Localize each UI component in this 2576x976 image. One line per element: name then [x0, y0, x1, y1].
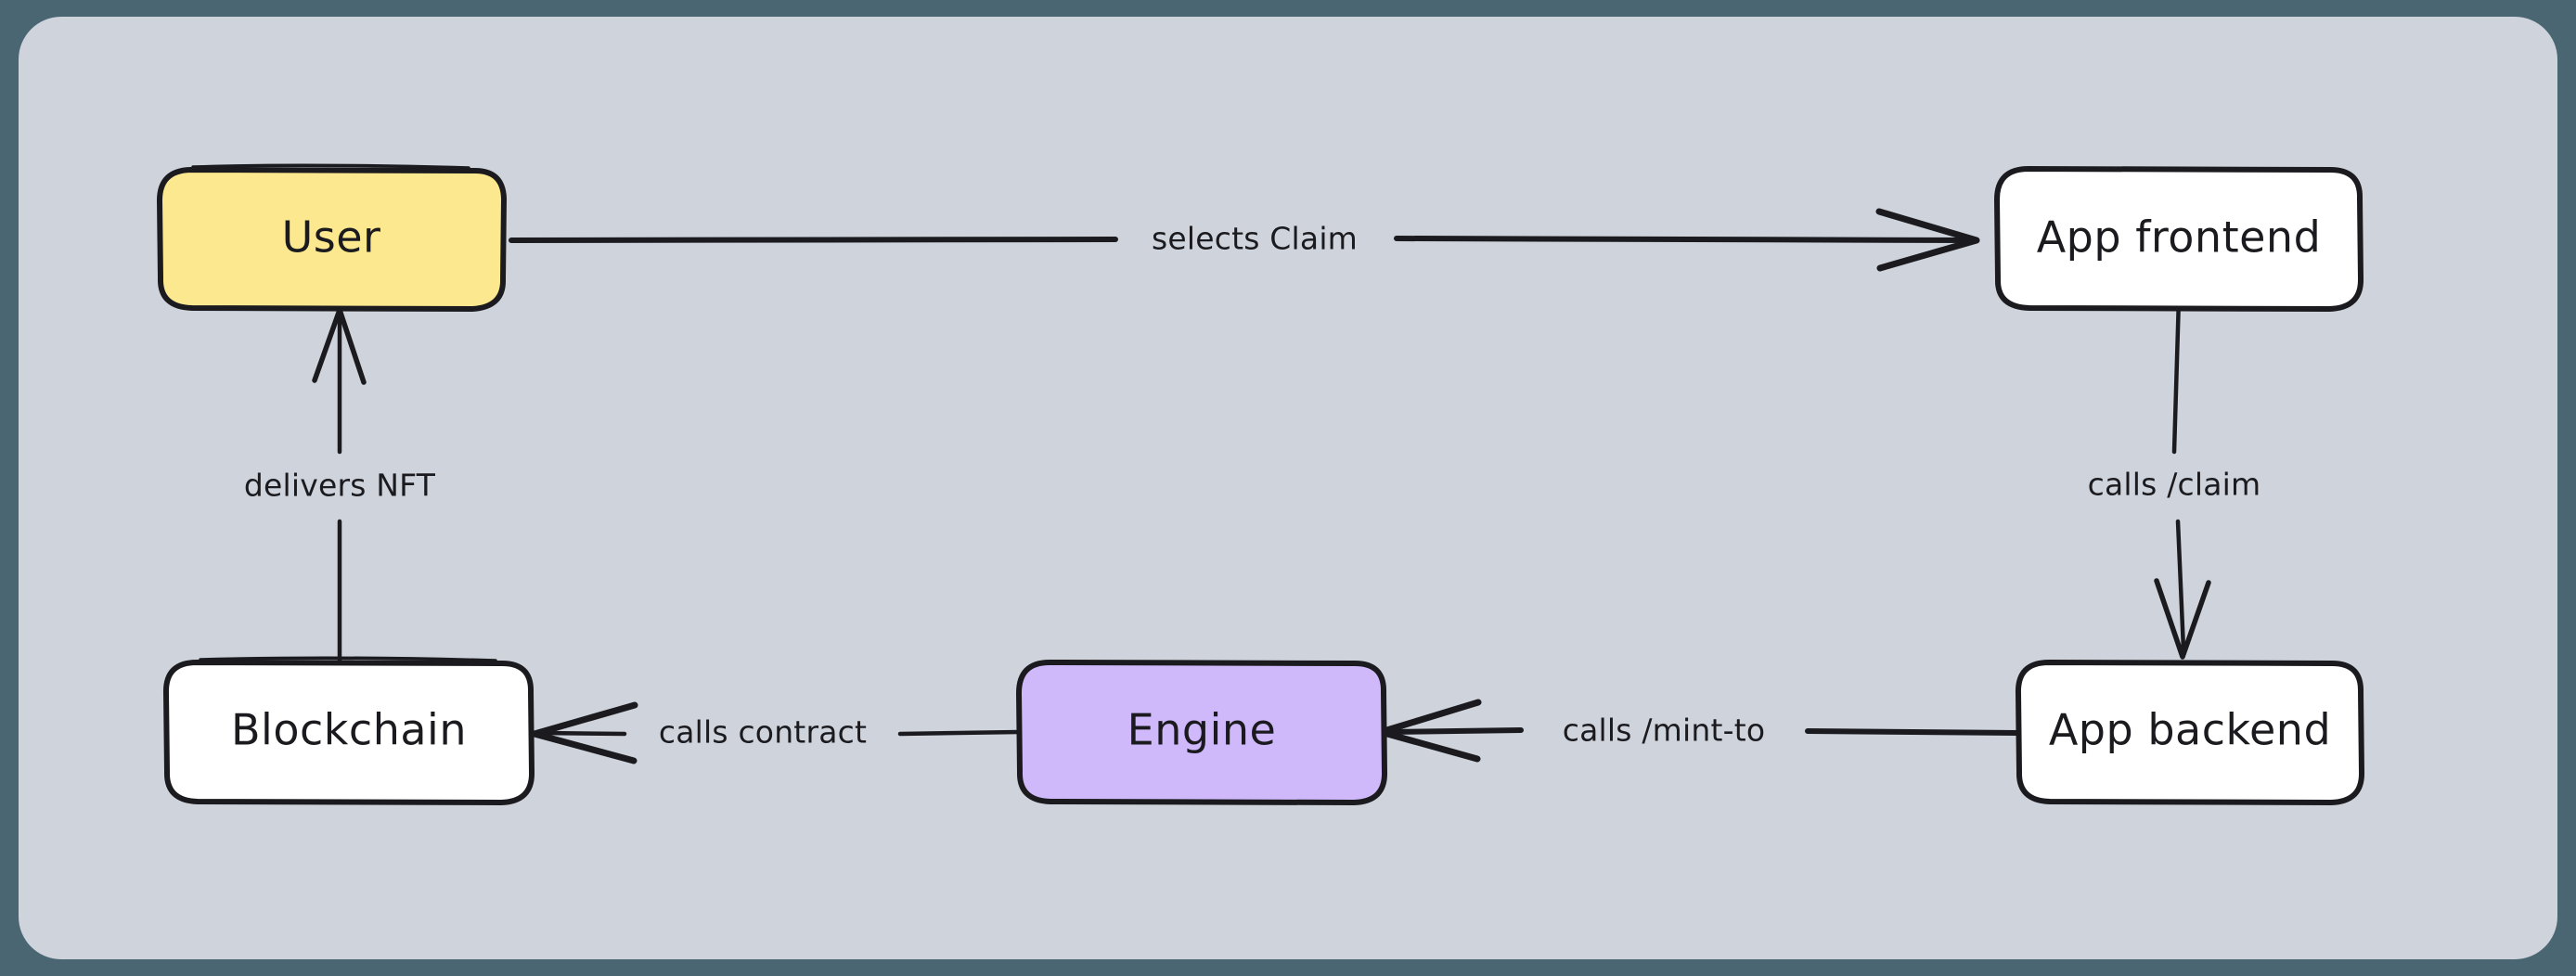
edge-blockchain-to-user: delivers NFT: [244, 307, 436, 669]
edge-user-to-frontend: selects Claim: [509, 208, 1980, 272]
edge-engine-to-blockchain: calls contract: [531, 701, 1022, 764]
edge-label-delivers-nft: delivers NFT: [244, 468, 436, 504]
node-label-app-frontend: App frontend: [2037, 212, 2322, 263]
edge-label-calls-claim: calls /claim: [2088, 467, 2261, 503]
edge-label-calls-contract: calls contract: [659, 714, 867, 751]
edge-backend-to-engine: calls /mint-to: [1377, 699, 2021, 763]
edge-frontend-to-backend: calls /claim: [2088, 295, 2261, 660]
node-blockchain[interactable]: Blockchain: [162, 656, 535, 805]
edge-label-calls-mint-to: calls /mint-to: [1563, 713, 1766, 749]
node-label-user: User: [282, 212, 381, 263]
node-app-backend[interactable]: App backend: [2015, 660, 2365, 805]
node-engine[interactable]: Engine: [1016, 660, 1388, 805]
node-label-blockchain: Blockchain: [231, 705, 467, 755]
node-label-engine: Engine: [1127, 705, 1277, 755]
node-user[interactable]: User: [157, 163, 507, 312]
node-app-frontend[interactable]: App frontend: [1994, 166, 2364, 312]
node-label-app-backend: App backend: [2049, 705, 2331, 755]
edge-label-selects-claim: selects Claim: [1152, 221, 1358, 257]
